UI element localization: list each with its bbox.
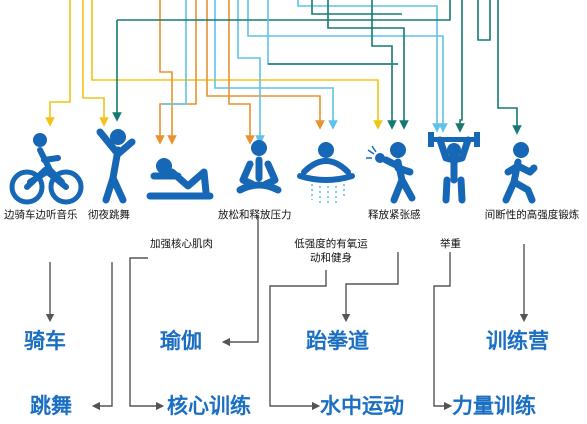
swimming-figure-icon bbox=[297, 142, 355, 206]
program-core: 核心训练 bbox=[167, 394, 251, 418]
program-camp: 训练营 bbox=[486, 329, 549, 353]
program-taekwondo: 跆拳道 bbox=[306, 329, 369, 353]
connector-gray-relax bbox=[221, 216, 259, 347]
connector-lightblue-1 bbox=[162, 0, 187, 105]
connector-gray-tension bbox=[341, 252, 399, 323]
connector-orange-1 bbox=[159, 0, 177, 145]
connector-teal-6 bbox=[497, 0, 522, 135]
program-cycling: 骑车 bbox=[24, 329, 66, 353]
meditation-figure-icon bbox=[236, 140, 282, 194]
activity-label-tension: 释放紧张感 bbox=[368, 209, 421, 221]
connector-lightblue-4 bbox=[247, 0, 448, 133]
activity-label-core: 加强核心肌肉 bbox=[150, 238, 213, 250]
connector-lightblue-2 bbox=[214, 0, 338, 130]
weightlifting-figure-icon bbox=[428, 132, 480, 204]
connector-yellow-2 bbox=[82, 0, 109, 127]
activity-label-cycling: 边骑车边听音乐 bbox=[4, 209, 78, 221]
connector-lightblue-5 bbox=[297, 0, 442, 133]
activity-label-interval: 间断性的高强度锻炼 bbox=[484, 209, 580, 221]
connector-teal-7 bbox=[455, 0, 465, 133]
program-dance: 跳舞 bbox=[30, 394, 72, 418]
connector-lightblue-3 bbox=[237, 0, 265, 145]
connector-orange-2 bbox=[206, 0, 325, 130]
connector-gray-swim bbox=[269, 270, 327, 411]
dancing-figure-icon bbox=[96, 128, 136, 204]
connector-orange-3 bbox=[228, 0, 255, 145]
program-yoga: 瑜伽 bbox=[160, 329, 202, 353]
running-figure-icon bbox=[502, 142, 538, 204]
activity-label-swim: 低强度的有氧运动和健身 bbox=[294, 238, 368, 264]
program-aqua: 水中运动 bbox=[320, 394, 404, 418]
activity-label-lift: 举重 bbox=[440, 238, 461, 250]
program-strength: 力量训练 bbox=[452, 394, 536, 418]
activity-label-relax: 放松和释放压力 bbox=[218, 209, 292, 221]
situp-figure-icon bbox=[146, 158, 214, 200]
cycling-figure-icon bbox=[9, 133, 84, 205]
connector-gray-lift bbox=[433, 252, 453, 411]
connector-teal-4 bbox=[371, 0, 397, 130]
connector-teal-8 bbox=[311, 0, 402, 15]
activity-label-dance: 彻夜跳舞 bbox=[88, 209, 130, 221]
connector-gray-dance bbox=[91, 262, 113, 411]
connector-gray-core bbox=[129, 257, 165, 411]
connector-yellow-1 bbox=[45, 0, 71, 127]
boxing-figure-icon bbox=[366, 142, 416, 204]
connector-teal-1 bbox=[117, 0, 451, 21]
connector-teal-5 bbox=[477, 0, 491, 41]
connector-yellow-3 bbox=[91, 0, 383, 130]
